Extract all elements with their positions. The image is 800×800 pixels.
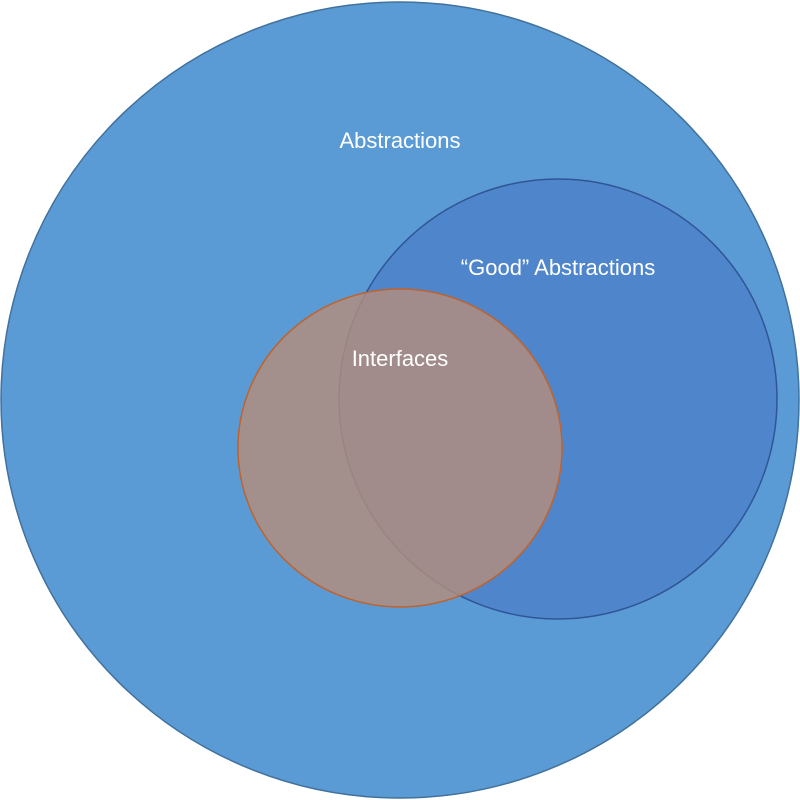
good-abstractions-label: “Good” Abstractions <box>461 255 655 280</box>
abstractions-label: Abstractions <box>339 128 460 153</box>
interfaces-circle <box>237 288 563 608</box>
interfaces-label: Interfaces <box>352 346 449 371</box>
